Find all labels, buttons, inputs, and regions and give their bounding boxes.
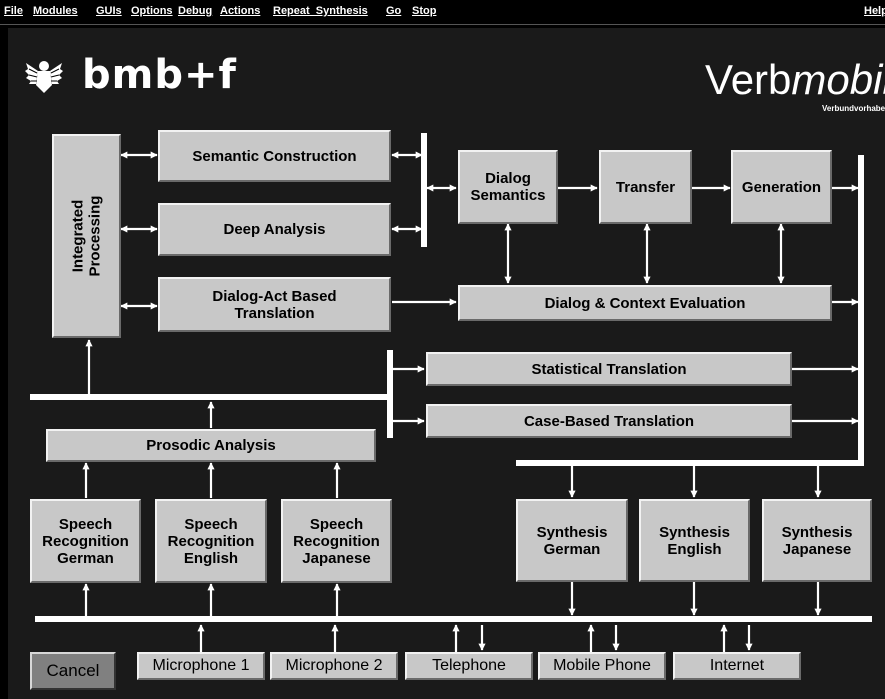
case-based-translation-module[interactable]: Case-Based Translation <box>426 404 792 438</box>
microphone-1-button[interactable]: Microphone 1 <box>137 652 265 680</box>
speech-recognition-german-module[interactable]: Speech Recognition German <box>30 499 141 583</box>
verbmobil-prefix: Verb <box>705 56 792 103</box>
dialog-act-translation-module[interactable]: Dialog-Act Based Translation <box>158 277 391 332</box>
menu-file[interactable]: File <box>4 5 23 17</box>
menu-guis[interactable]: GUIs <box>96 5 122 17</box>
case-based-translation-label: Case-Based Translation <box>523 412 695 430</box>
synthesis-english-module[interactable]: Synthesis English <box>639 499 750 582</box>
speech-recognition-english-label: Speech Recognition English <box>167 515 255 567</box>
menu-stop[interactable]: Stop <box>412 5 437 17</box>
dialog-context-evaluation-label: Dialog & Context Evaluation <box>544 294 746 312</box>
semantic-construction-label: Semantic Construction <box>192 147 357 165</box>
synthesis-japanese-label: Synthesis Japanese <box>781 523 853 558</box>
menu-options[interactable]: Options <box>131 5 173 17</box>
synthesis-german-label: Synthesis German <box>536 523 608 558</box>
speech-recognition-english-module[interactable]: Speech Recognition English <box>155 499 267 583</box>
deep-analysis-label: Deep Analysis <box>223 221 326 238</box>
verbmobil-suffix: mobil <box>791 56 885 103</box>
cancel-button[interactable]: Cancel <box>30 652 116 690</box>
microphone-2-button[interactable]: Microphone 2 <box>270 652 398 680</box>
verbmobil-logo: Verbmobil <box>705 56 885 104</box>
dialog-semantics-label: Dialog Semantics <box>470 170 546 204</box>
generation-label: Generation <box>741 178 822 196</box>
statistical-translation-label: Statistical Translation <box>531 360 687 378</box>
synthesis-english-label: Synthesis English <box>659 523 730 558</box>
transfer-label: Transfer <box>615 178 676 196</box>
telephone-button[interactable]: Telephone <box>405 652 533 680</box>
mobile-phone-button[interactable]: Mobile Phone <box>538 652 666 680</box>
transfer-module[interactable]: Transfer <box>599 150 692 224</box>
menu-go[interactable]: Go <box>386 5 402 17</box>
verbmobil-subtitle: Verbundvorhaben <box>822 104 885 113</box>
dialog-semantics-module[interactable]: Dialog Semantics <box>458 150 558 224</box>
speech-recognition-german-label: Speech Recognition German <box>42 515 129 567</box>
prosodic-analysis-label: Prosodic Analysis <box>146 437 276 454</box>
speech-recognition-japanese-label: Speech Recognition Japanese <box>293 515 380 567</box>
internet-button[interactable]: Internet <box>673 652 801 680</box>
synthesis-japanese-module[interactable]: Synthesis Japanese <box>762 499 872 582</box>
statistical-translation-module[interactable]: Statistical Translation <box>426 352 792 386</box>
semantic-construction-module[interactable]: Semantic Construction <box>158 130 391 182</box>
bmbf-logo: bmb+f <box>82 52 237 98</box>
dialog-act-translation-label: Dialog-Act Based Translation <box>212 287 337 322</box>
menu-repeat-synthesis[interactable]: Repeat_Synthesis <box>273 5 368 17</box>
deep-analysis-module[interactable]: Deep Analysis <box>158 203 391 256</box>
speech-recognition-japanese-module[interactable]: Speech Recognition Japanese <box>281 499 392 583</box>
generation-module[interactable]: Generation <box>731 150 832 224</box>
menu-bar: File Modules GUIs Options Debug Actions … <box>0 0 885 25</box>
menu-debug[interactable]: Debug <box>178 5 213 17</box>
synthesis-german-module[interactable]: Synthesis German <box>516 499 628 582</box>
menu-actions[interactable]: Actions <box>220 5 261 17</box>
menu-modules[interactable]: Modules <box>33 5 78 17</box>
dialog-context-evaluation-module[interactable]: Dialog & Context Evaluation <box>458 285 832 321</box>
integrated-processing-module[interactable]: Integrated Processing <box>52 134 121 338</box>
menu-help[interactable]: Help <box>864 5 885 17</box>
federal-eagle-icon <box>24 57 64 95</box>
integrated-processing-label: Integrated Processing <box>69 195 104 277</box>
prosodic-analysis-module[interactable]: Prosodic Analysis <box>46 429 376 462</box>
